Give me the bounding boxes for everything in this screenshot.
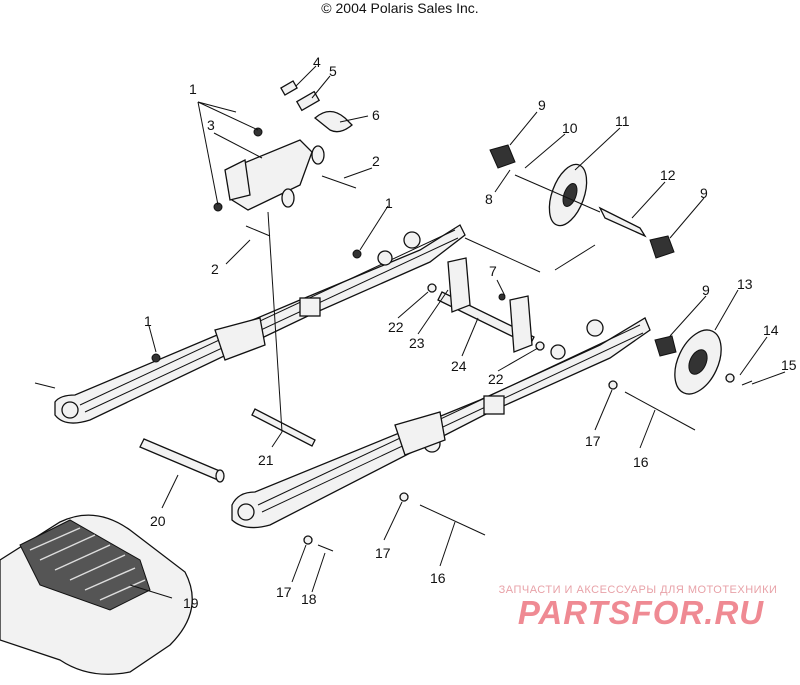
callout-2: 2 xyxy=(211,261,219,277)
callout-14: 14 xyxy=(763,322,779,338)
watermark-brand: PARTSFOR.RU xyxy=(517,594,765,631)
callout-17: 17 xyxy=(375,545,391,561)
callout-22: 22 xyxy=(488,371,504,387)
callout-24: 24 xyxy=(451,358,467,374)
callout-2: 2 xyxy=(372,153,380,169)
leader-lines xyxy=(129,65,786,599)
callout-11: 11 xyxy=(615,113,630,129)
callout-labels: 1 1 1 2 2 3 4 5 6 7 8 9 9 9 10 11 12 13 … xyxy=(144,54,797,611)
shaft-21 xyxy=(251,408,316,447)
callout-16: 16 xyxy=(633,454,649,470)
callout-7: 7 xyxy=(489,263,497,279)
callout-21: 21 xyxy=(258,452,274,468)
watermark-subtitle: ЗАПЧАСТИ И АКСЕССУАРЫ ДЛЯ МОТОТЕХНИКИ xyxy=(498,584,778,596)
callout-9: 9 xyxy=(700,185,708,201)
callout-20: 20 xyxy=(150,513,166,529)
shaft-20 xyxy=(139,438,225,483)
callout-1: 1 xyxy=(385,195,393,211)
washers-17 xyxy=(303,380,618,552)
front-arm-assembly xyxy=(224,80,357,237)
callout-9: 9 xyxy=(538,97,546,113)
idler-wheel-11 xyxy=(489,144,675,259)
callout-5: 5 xyxy=(329,63,337,79)
callout-4: 4 xyxy=(313,54,321,70)
nuts xyxy=(34,127,545,389)
callout-12: 12 xyxy=(660,167,676,183)
callout-23: 23 xyxy=(409,335,425,351)
callout-8: 8 xyxy=(485,191,493,207)
reference-lines xyxy=(197,101,596,433)
track-belt xyxy=(0,514,193,675)
callout-17: 17 xyxy=(585,433,601,449)
rear-wheel-13 xyxy=(654,329,753,395)
callout-13: 13 xyxy=(737,276,753,292)
callout-6: 6 xyxy=(372,107,380,123)
callout-1: 1 xyxy=(189,81,197,97)
callout-17: 17 xyxy=(276,584,292,600)
copyright-text: © 2004 Polaris Sales Inc. xyxy=(321,0,479,16)
callout-3: 3 xyxy=(207,117,215,133)
callout-16: 16 xyxy=(430,570,446,586)
left-rail xyxy=(54,224,466,424)
callout-10: 10 xyxy=(562,120,578,136)
callout-9: 9 xyxy=(702,282,710,298)
bracket-23 xyxy=(447,257,533,353)
callout-19: 19 xyxy=(183,595,199,611)
right-rail xyxy=(231,317,651,529)
callout-18: 18 xyxy=(301,591,317,607)
bolts-16 xyxy=(419,391,696,536)
callout-22: 22 xyxy=(388,319,404,335)
callout-15: 15 xyxy=(781,357,797,373)
callout-1: 1 xyxy=(144,313,152,329)
